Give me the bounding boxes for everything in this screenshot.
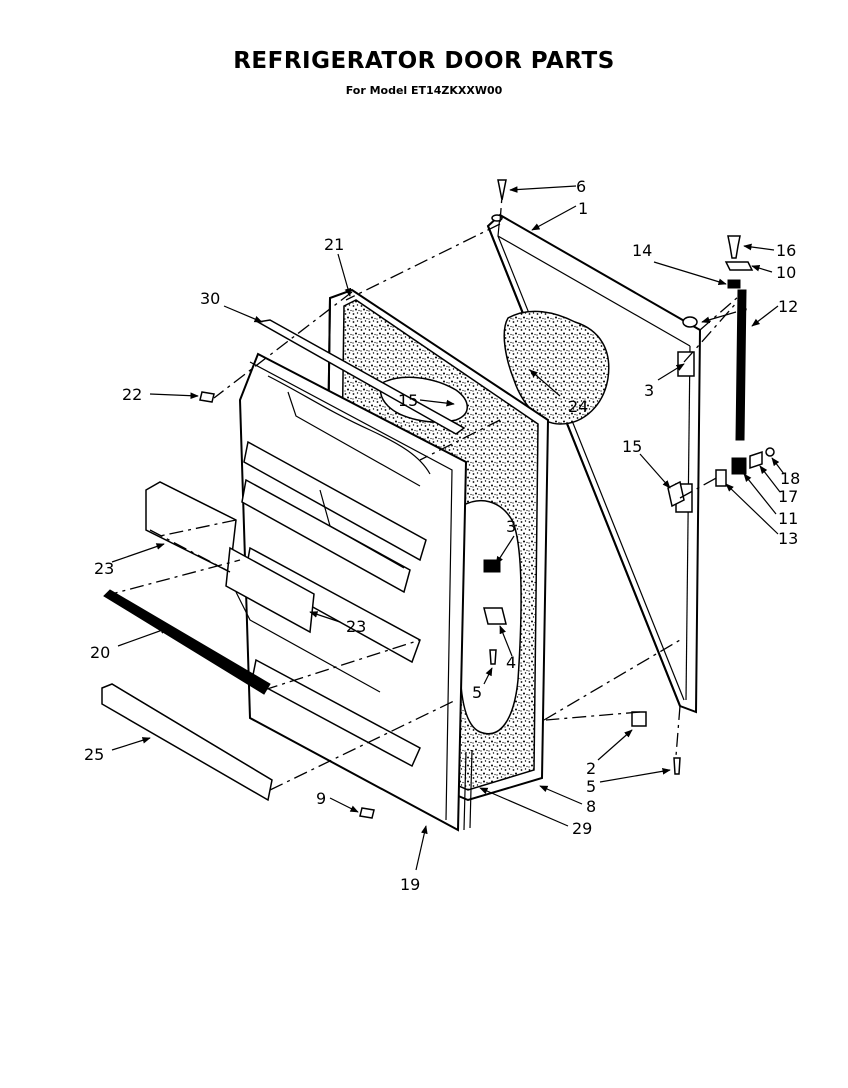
- callout-8: 8: [586, 797, 596, 816]
- callout-16: 16: [776, 241, 796, 260]
- callout-5a: 5: [472, 683, 482, 702]
- callout-15b: 15: [622, 437, 642, 456]
- part-18-pin: [765, 447, 775, 457]
- leader-lines: [111, 185, 785, 871]
- callout-labels: 6 1 21 30 22 15 24 14 16 10 12 7 3 15 18…: [84, 177, 800, 894]
- part-10-top-hinge: [724, 261, 754, 271]
- callout-19: 19: [400, 875, 420, 894]
- alignment-lines: [103, 195, 747, 791]
- callout-14: 14: [632, 241, 652, 260]
- callout-3a: 3: [644, 381, 654, 400]
- callout-13: 13: [778, 529, 798, 548]
- callout-3b: 3: [506, 517, 516, 536]
- callout-30: 30: [200, 289, 220, 308]
- page-title: REFRIGERATOR DOOR PARTS: [233, 48, 615, 74]
- part-5-screw-lower: [673, 757, 681, 775]
- part-12-hinge-rod: [735, 289, 747, 441]
- part-9-screw: [359, 807, 375, 819]
- callout-21: 21: [324, 235, 344, 254]
- callout-4: 4: [506, 653, 516, 672]
- part-23-upper-door-bin: [145, 481, 237, 574]
- outer-door-panel: [486, 213, 702, 727]
- part-11-hinge-bracket: [731, 457, 747, 475]
- callout-1: 1: [578, 199, 588, 218]
- callout-12: 12: [778, 297, 798, 316]
- part-17-washer: [749, 450, 763, 470]
- callout-18: 18: [780, 469, 800, 488]
- callout-20: 20: [90, 643, 110, 662]
- part-25-bottom-trim: [101, 683, 273, 802]
- callout-11: 11: [778, 509, 798, 528]
- part-5-screw-upper: [489, 649, 497, 665]
- callout-23b: 23: [346, 617, 366, 636]
- part-16-screw: [727, 235, 741, 259]
- callout-22: 22: [122, 385, 142, 404]
- callout-2: 2: [586, 759, 596, 778]
- part-20-bottom-strip: [103, 589, 271, 695]
- page-subtitle: For Model ET14ZKXXW00: [345, 84, 503, 97]
- callout-5b: 5: [586, 777, 596, 796]
- part-14-bushing: [727, 279, 741, 289]
- callout-29: 29: [572, 819, 592, 838]
- part-30-trim-strip: [255, 319, 466, 435]
- part-23-lower-door-bin: [225, 546, 315, 634]
- part-13-lower-hinge: [715, 469, 727, 487]
- callout-10: 10: [776, 263, 796, 282]
- callout-6: 6: [576, 177, 586, 196]
- callout-17: 17: [778, 487, 798, 506]
- callout-25: 25: [84, 745, 104, 764]
- callout-7: 7: [738, 305, 748, 324]
- callout-15a: 15: [398, 391, 418, 410]
- part-22-screw: [199, 391, 215, 403]
- part-6-screw: [497, 179, 507, 201]
- callout-23a: 23: [94, 559, 114, 578]
- inner-door-liner: [235, 352, 468, 832]
- callout-9: 9: [316, 789, 326, 808]
- callout-24: 24: [568, 397, 588, 416]
